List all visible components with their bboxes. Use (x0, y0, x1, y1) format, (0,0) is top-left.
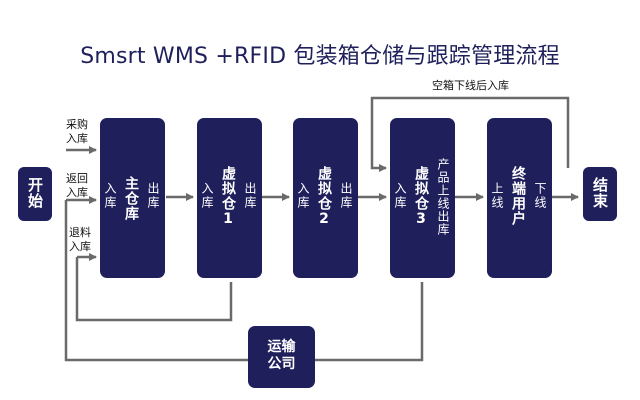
purchase-label-line1: 采购 (66, 118, 88, 131)
virtual-warehouse-1-node: 入库 虚拟仓1 出库 (197, 118, 262, 278)
transport-company-node: 运输 公司 (248, 326, 315, 388)
return-inbound-label: 返回 入库 (66, 172, 88, 200)
empty-box-return-line (370, 96, 570, 172)
main-warehouse-node: 入库 主仓库 出库 (100, 118, 165, 278)
purchase-label-line2: 入库 (66, 132, 88, 145)
virtual-warehouse-2-node: 入库 虚拟仓2 出库 (293, 118, 358, 278)
end-user-label: 终端用户 (510, 166, 526, 226)
transport-label-line1: 运输 (267, 339, 296, 355)
virtual-warehouse-3-label: 虚拟仓3 (413, 166, 429, 228)
transport-company-label: 运输 公司 (248, 339, 315, 373)
virtual-warehouse-1-label: 虚拟仓1 (220, 166, 236, 228)
v2-outbound-label: 出库 (339, 182, 353, 210)
virtual-warehouse-3-node: 入库 虚拟仓3 产品上线出库 (390, 118, 455, 278)
transport-to-return-line (64, 200, 248, 362)
material-return-label-line1: 退料 (69, 226, 91, 239)
purchase-inbound-label: 采购 入库 (66, 118, 88, 146)
v1-to-material-return-line (75, 257, 233, 322)
transport-label-line2: 公司 (267, 356, 296, 372)
empty-box-label: 空箱下线后入库 (432, 79, 509, 92)
v3-product-online-outbound-label: 产品上线出库 (436, 158, 450, 236)
diagram-title: Smsrt WMS +RFID 包装箱仓储与跟踪管理流程 (80, 44, 560, 69)
end-node: 结束 (583, 167, 617, 221)
enduser-online-label: 上线 (490, 182, 504, 210)
start-node: 开始 (18, 167, 52, 221)
v2-inbound-label: 入库 (296, 182, 310, 210)
main-inbound-label: 入库 (103, 182, 117, 210)
end-label: 结束 (591, 177, 609, 209)
v1-inbound-label: 入库 (200, 182, 214, 210)
main-warehouse-label: 主仓库 (123, 176, 139, 221)
material-return-label: 退料 入库 (69, 226, 91, 254)
enduser-offline-label: 下线 (533, 182, 547, 210)
return-label-line1: 返回 (66, 172, 88, 185)
material-return-label-line2: 入库 (69, 240, 91, 253)
main-outbound-label: 出库 (146, 182, 160, 210)
v3-to-transport-line (315, 282, 424, 362)
v1-outbound-label: 出库 (243, 182, 257, 210)
virtual-warehouse-2-label: 虚拟仓2 (316, 166, 332, 228)
start-label: 开始 (26, 177, 44, 209)
return-label-line2: 入库 (66, 186, 88, 199)
end-user-node: 上线 终端用户 下线 (487, 118, 552, 278)
v3-inbound-label: 入库 (393, 182, 407, 210)
